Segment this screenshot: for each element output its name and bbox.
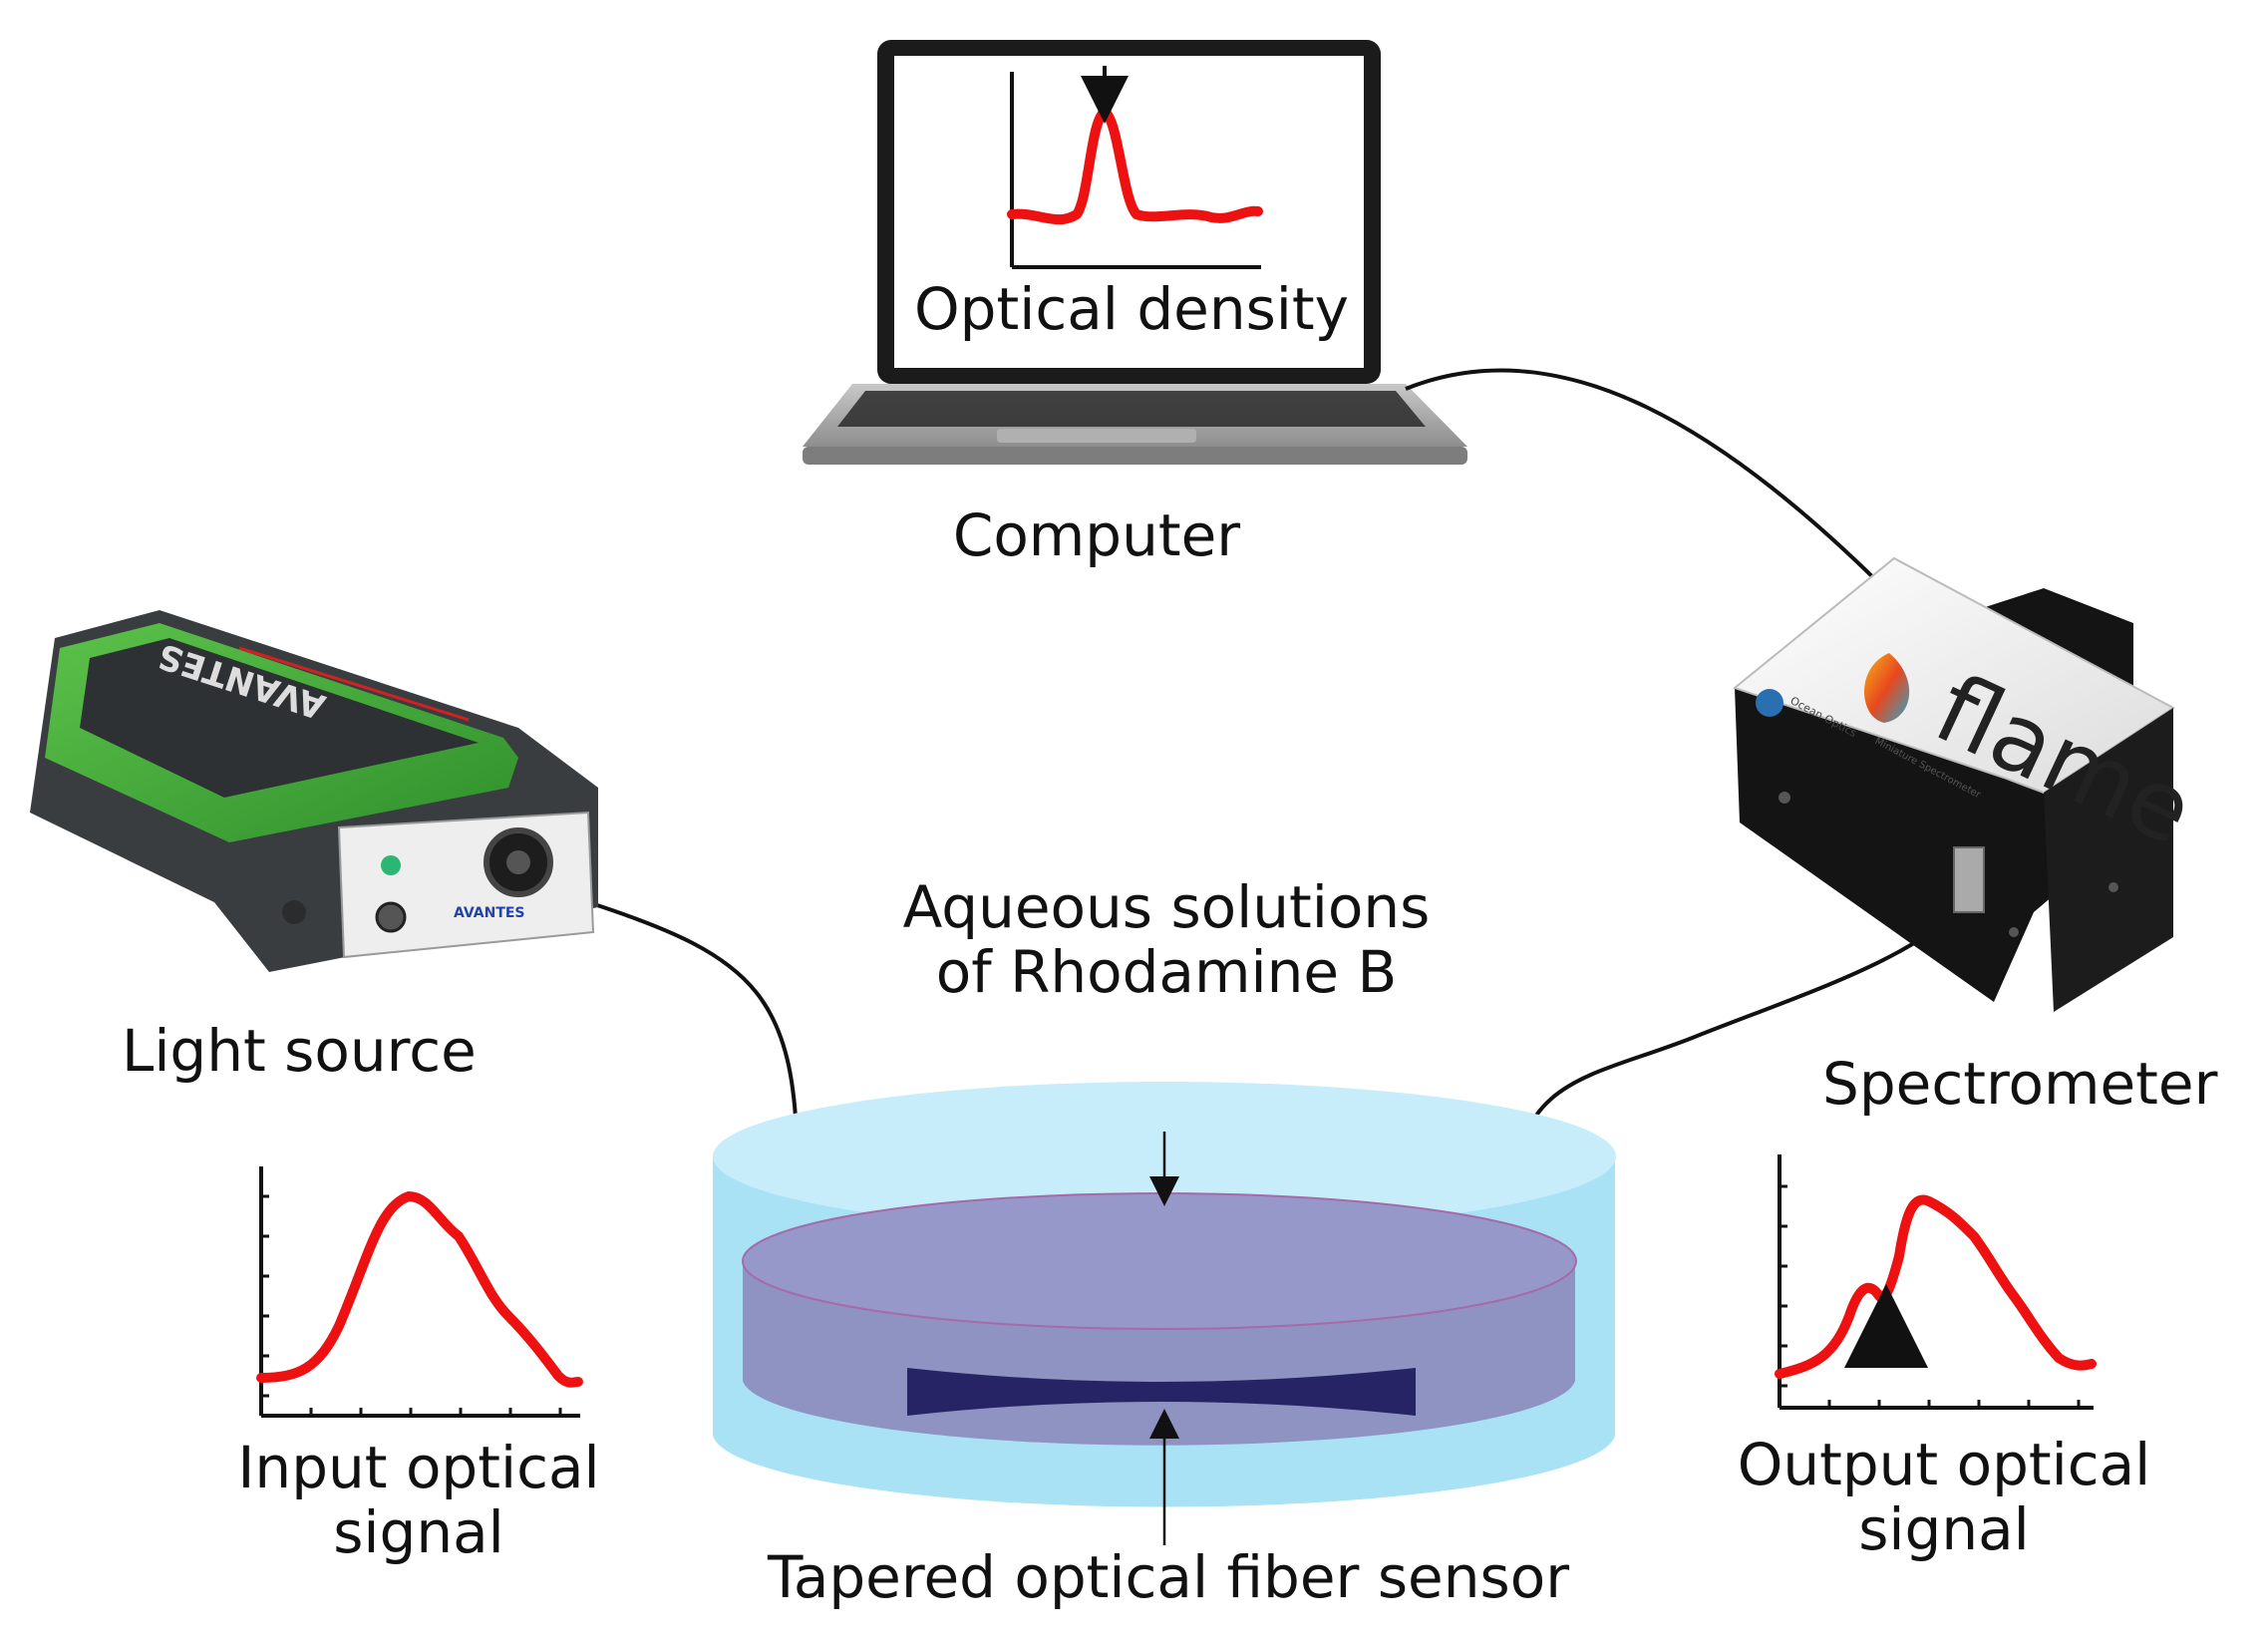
spectrometer-label: Spectrometer [1822,1050,2218,1118]
light-source-side-knob [282,900,306,924]
input-signal-plot [256,1166,583,1418]
od-plot-curve [1007,106,1263,225]
computer-to-spectrometer-cable [1405,368,1891,595]
input-plot-ticks [261,1194,562,1416]
light-source-top-panel [80,638,479,798]
laptop-computer [803,40,1467,465]
spectrometer-side-face [2044,708,2173,1012]
output-label-line-1: Output optical [1737,1431,2151,1498]
light-source-fiber-connector [506,850,530,874]
output-signal-curve [1775,1194,2097,1379]
spectrometer-usb-port [1779,792,1790,804]
light-source-red-stripe [238,646,470,722]
input-signal-label: Input optical signal [199,1436,638,1565]
ocean-optics-logo-icon [1756,689,1783,717]
input-label-line-2: signal [333,1497,504,1566]
computer-label: Computer [952,501,1241,569]
output-signal-plot [1775,1154,2097,1410]
rhodamine-label-line-1: Aqueous solutions [902,873,1431,941]
rhodamine-solution-label: Aqueous solutions of Rhodamine B [877,875,1456,1005]
light-source-device: AVANTES AVANTES [30,610,598,972]
sample-dish [713,1082,1616,1545]
spectrometer-sma-port [1953,846,1985,913]
flame-logo-icon [1864,653,1910,723]
input-label-line-1: Input optical [237,1434,600,1501]
optical-density-label: Optical density [914,275,1349,343]
output-label-line-2: signal [1858,1494,2030,1563]
output-plot-ticks [1780,1184,2081,1408]
laptop-base-edge [803,447,1467,465]
laptop-touchpad [997,429,1196,443]
laptop-keyboard [837,391,1426,427]
optical-density-plot [1007,66,1263,269]
rhodamine-label-line-2: of Rhodamine B [935,937,1398,1006]
output-signal-label: Output optical signal [1715,1433,2173,1562]
light-source-front-panel [337,811,595,959]
spectrometer-screw-2 [2108,882,2118,892]
input-signal-curve [256,1190,583,1388]
spectrometer-screw-1 [2009,927,2019,937]
light-source-toggle-switch [375,901,407,933]
spectrometer-device: flame Ocean Optics Miniature Spectromete… [1732,556,2209,1012]
tapered-sensor-label: Tapered optical fiber sensor [768,1543,1570,1611]
tapered-fiber-sensor [907,1368,1416,1416]
rhodamine-solution-surface [742,1192,1577,1330]
light-source-label: Light source [122,1017,477,1085]
light-source-panel-logo: AVANTES [454,905,525,921]
light-source-led-indicator [381,855,401,875]
